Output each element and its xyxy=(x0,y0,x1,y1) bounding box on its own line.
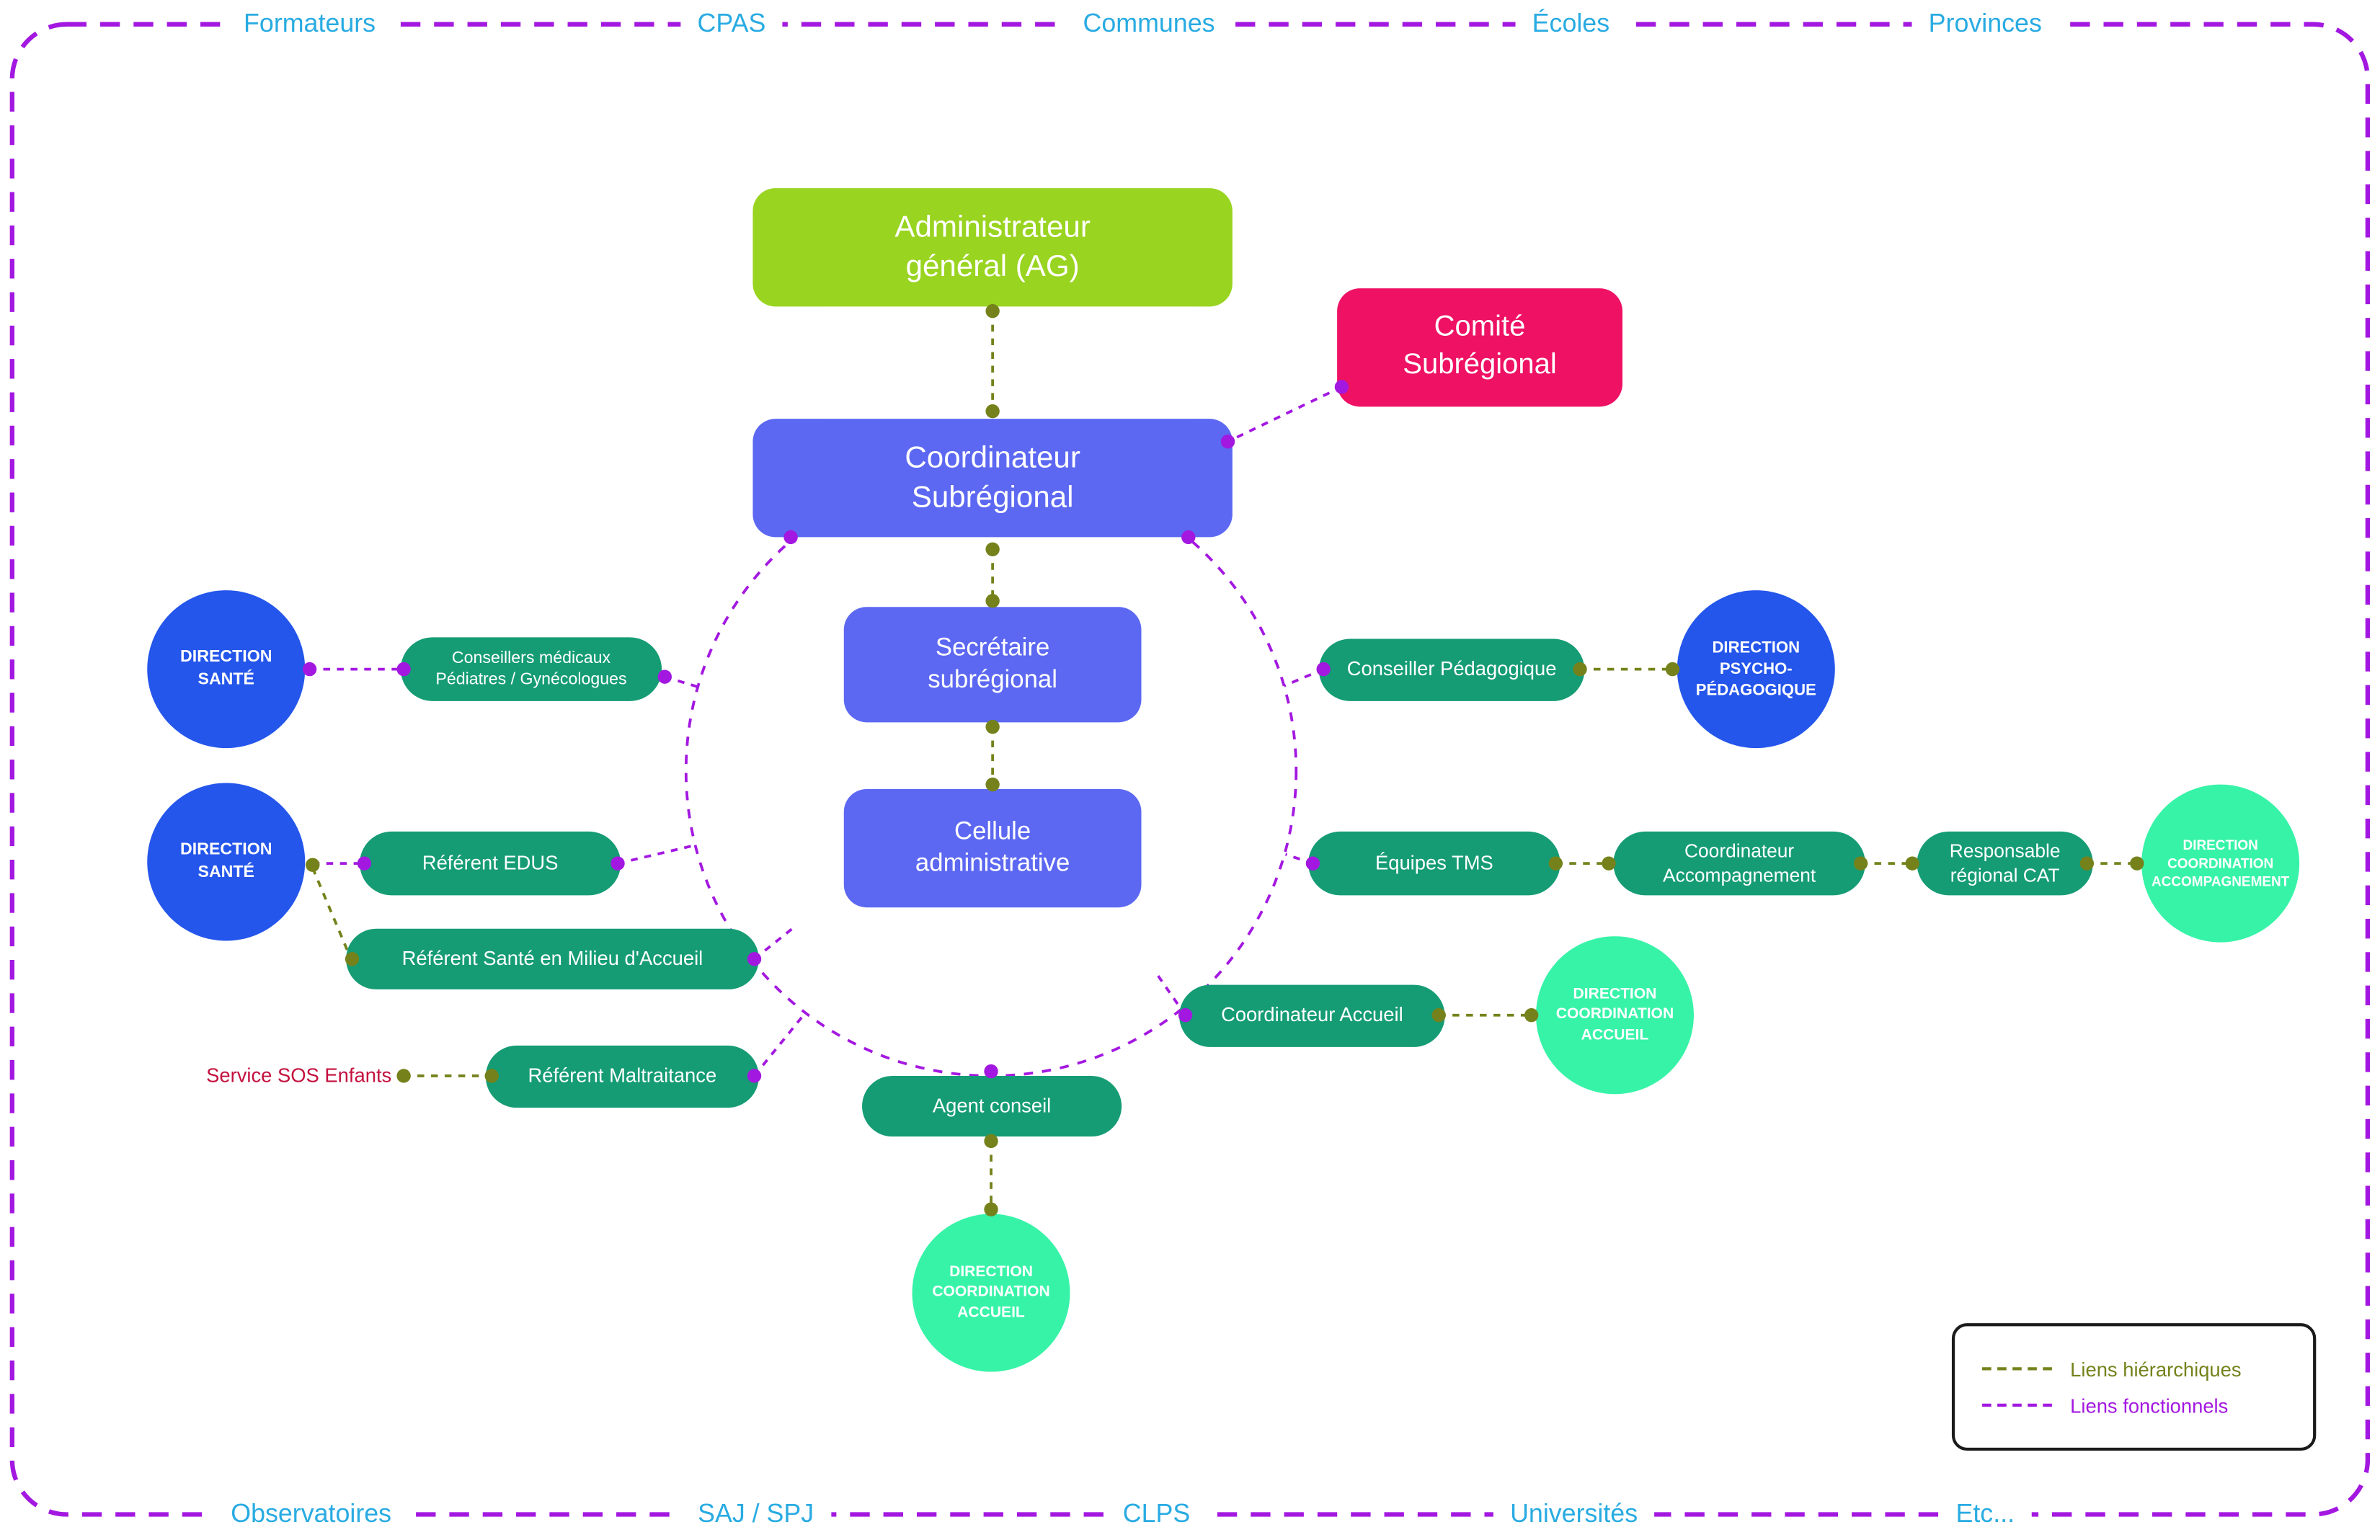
node-direction-psycho-pedagogique: DIRECTION PSYCHO- PÉDAGOGIQUE xyxy=(1677,590,1835,749)
border-label-saj-spj: SAJ / SPJ xyxy=(680,1499,831,1530)
border-label-ecoles: Écoles xyxy=(1515,9,1627,40)
func-dash-sample-icon xyxy=(1982,1403,2052,1407)
node-referent-edus: Référent EDUS xyxy=(360,831,621,896)
node-direction-coordination-accompagnement: DIRECTION COORDINATION ACCOMPAGNEMENT xyxy=(2141,784,2300,943)
border-label-communes: Communes xyxy=(1066,9,1232,40)
node-agent-conseil: Agent conseil xyxy=(862,1075,1122,1137)
node-comite-subregional: Comité Subrégional xyxy=(1337,288,1622,407)
func-link-line xyxy=(1283,667,1324,687)
node-referent-sante-milieu-accueil: Référent Santé en Milieu d'Accueil xyxy=(346,928,759,989)
node-direction-sante-1: DIRECTION SANTÉ xyxy=(147,590,306,749)
func-link-line xyxy=(753,1011,807,1077)
legend-hierarchical-label: Liens hiérarchiques xyxy=(2070,1357,2242,1381)
label-service-sos-enfants: Service SOS Enfants xyxy=(206,1064,392,1087)
node-direction-coordination-accueil-right: DIRECTION COORDINATION ACCUEIL xyxy=(1535,936,1694,1095)
node-referent-maltraitance: Référent Maltraitance xyxy=(485,1045,759,1108)
legend-functional-label: Liens fonctionnels xyxy=(2070,1394,2229,1417)
func-link-line xyxy=(1227,386,1343,443)
hier-link-line xyxy=(311,867,351,956)
node-secretaire-subregional: Secrétaire subrégional xyxy=(843,607,1142,723)
node-direction-coordination-accueil-bottom: DIRECTION COORDINATION ACCUEIL xyxy=(912,1214,1070,1372)
node-equipes-tms: Équipes TMS xyxy=(1308,831,1560,896)
legend-row-hierarchical: Liens hiérarchiques xyxy=(1982,1357,2286,1381)
functional-hub-circle xyxy=(684,464,1298,1077)
border-label-provinces: Provinces xyxy=(1911,9,2059,40)
node-cellule-administrative: Cellule administrative xyxy=(843,788,1142,908)
node-coordinateur-subregional: Coordinateur Subrégional xyxy=(752,419,1233,538)
border-label-observatoires: Observatoires xyxy=(214,1499,409,1530)
node-administrateur-general: Administrateur général (AG) xyxy=(752,188,1233,307)
func-link-line xyxy=(664,675,701,689)
border-label-clps: CLPS xyxy=(1106,1499,1207,1530)
node-conseillers-medicaux: Conseillers médicaux Pédiatres / Gynécol… xyxy=(400,637,662,701)
hier-dash-sample-icon xyxy=(1982,1367,2052,1371)
legend-row-functional: Liens fonctionnels xyxy=(1982,1394,2286,1417)
hierarchical-links xyxy=(311,311,2137,1210)
node-conseiller-pedagogique: Conseiller Pédagogique xyxy=(1318,638,1585,701)
border-label-formateurs: Formateurs xyxy=(226,9,393,40)
border-label-etc: Etc... xyxy=(1939,1499,2032,1530)
node-responsable-regional-cat: Responsable régional CAT xyxy=(1917,831,2093,896)
legend: Liens hiérarchiques Liens fonctionnels xyxy=(1951,1323,2317,1451)
node-coordinateur-accueil: Coordinateur Accueil xyxy=(1179,984,1445,1047)
func-link-line xyxy=(753,927,794,961)
node-direction-sante-2: DIRECTION SANTÉ xyxy=(147,783,306,941)
border-label-cpas: CPAS xyxy=(680,9,783,40)
node-coordinateur-accompagnement: Coordinateur Accompagnement xyxy=(1613,831,1865,896)
border-label-universites: Universités xyxy=(1493,1499,1655,1530)
func-link-line xyxy=(617,844,696,865)
